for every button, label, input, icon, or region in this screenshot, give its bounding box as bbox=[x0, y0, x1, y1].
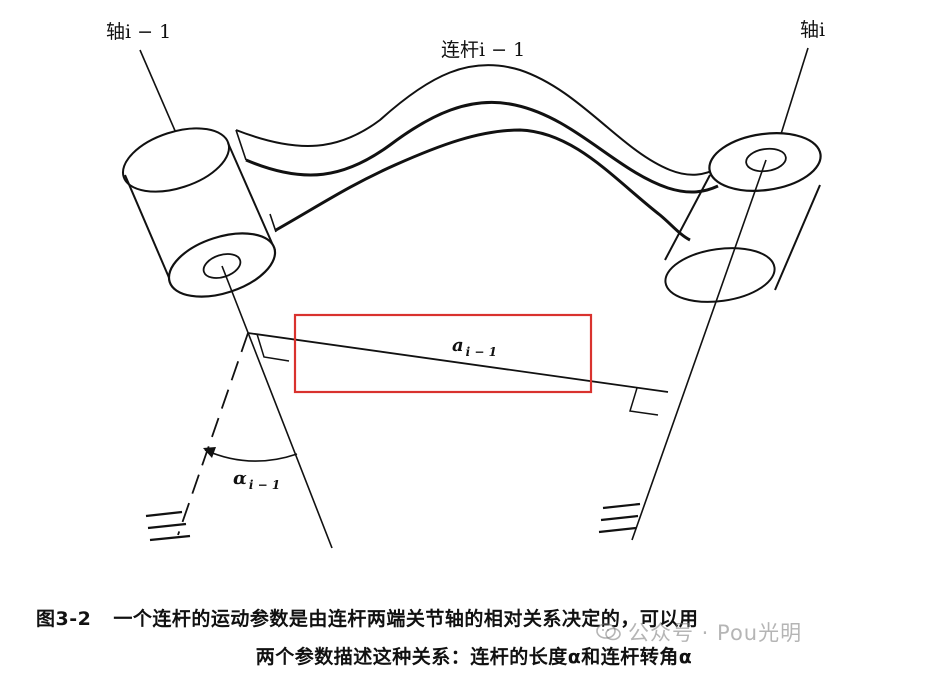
figure-caption-line-2: 两个参数描述这种关系：连杆的长度α和连杆转角α bbox=[255, 646, 693, 668]
joint-cylinder-right bbox=[664, 132, 822, 303]
label-link: 连杆i − 1 bbox=[441, 39, 525, 61]
figure-number: 图3-2 bbox=[36, 608, 92, 630]
link-body bbox=[235, 64, 719, 242]
watermark-text: 公众号 · Pou光明 bbox=[628, 621, 803, 645]
caption-text-1: 一个连杆的运动参数是由连杆两端关节轴的相对关系决定的，可以用 bbox=[113, 608, 699, 630]
axis-i-lower bbox=[631, 159, 767, 541]
right-angle-marker-left bbox=[256, 333, 290, 362]
projected-axis-dashed bbox=[177, 332, 249, 536]
twist-angle-arrowhead bbox=[203, 447, 216, 458]
axis-ticks-left bbox=[145, 510, 191, 542]
axis-i-minus-1-upper bbox=[139, 49, 177, 134]
watermark: 公众号 · Pou光明 bbox=[596, 617, 802, 647]
label-axis-i-minus-1: 轴i − 1 bbox=[106, 21, 171, 43]
wechat-icon bbox=[596, 623, 621, 641]
highlight-box bbox=[293, 313, 593, 394]
right-angle-marker-right bbox=[629, 387, 659, 416]
axis-i-minus-1-lower bbox=[221, 265, 333, 549]
label-axis-i: 轴i bbox=[800, 19, 825, 41]
joint-cylinder-left bbox=[121, 127, 277, 298]
common-normal-line bbox=[247, 332, 669, 393]
figure-caption-line-1: 图3-2 一个连杆的运动参数是由连杆两端关节轴的相对关系决定的，可以用 bbox=[36, 604, 916, 631]
twist-angle-arc bbox=[204, 449, 298, 462]
axis-ticks-right bbox=[598, 502, 641, 534]
